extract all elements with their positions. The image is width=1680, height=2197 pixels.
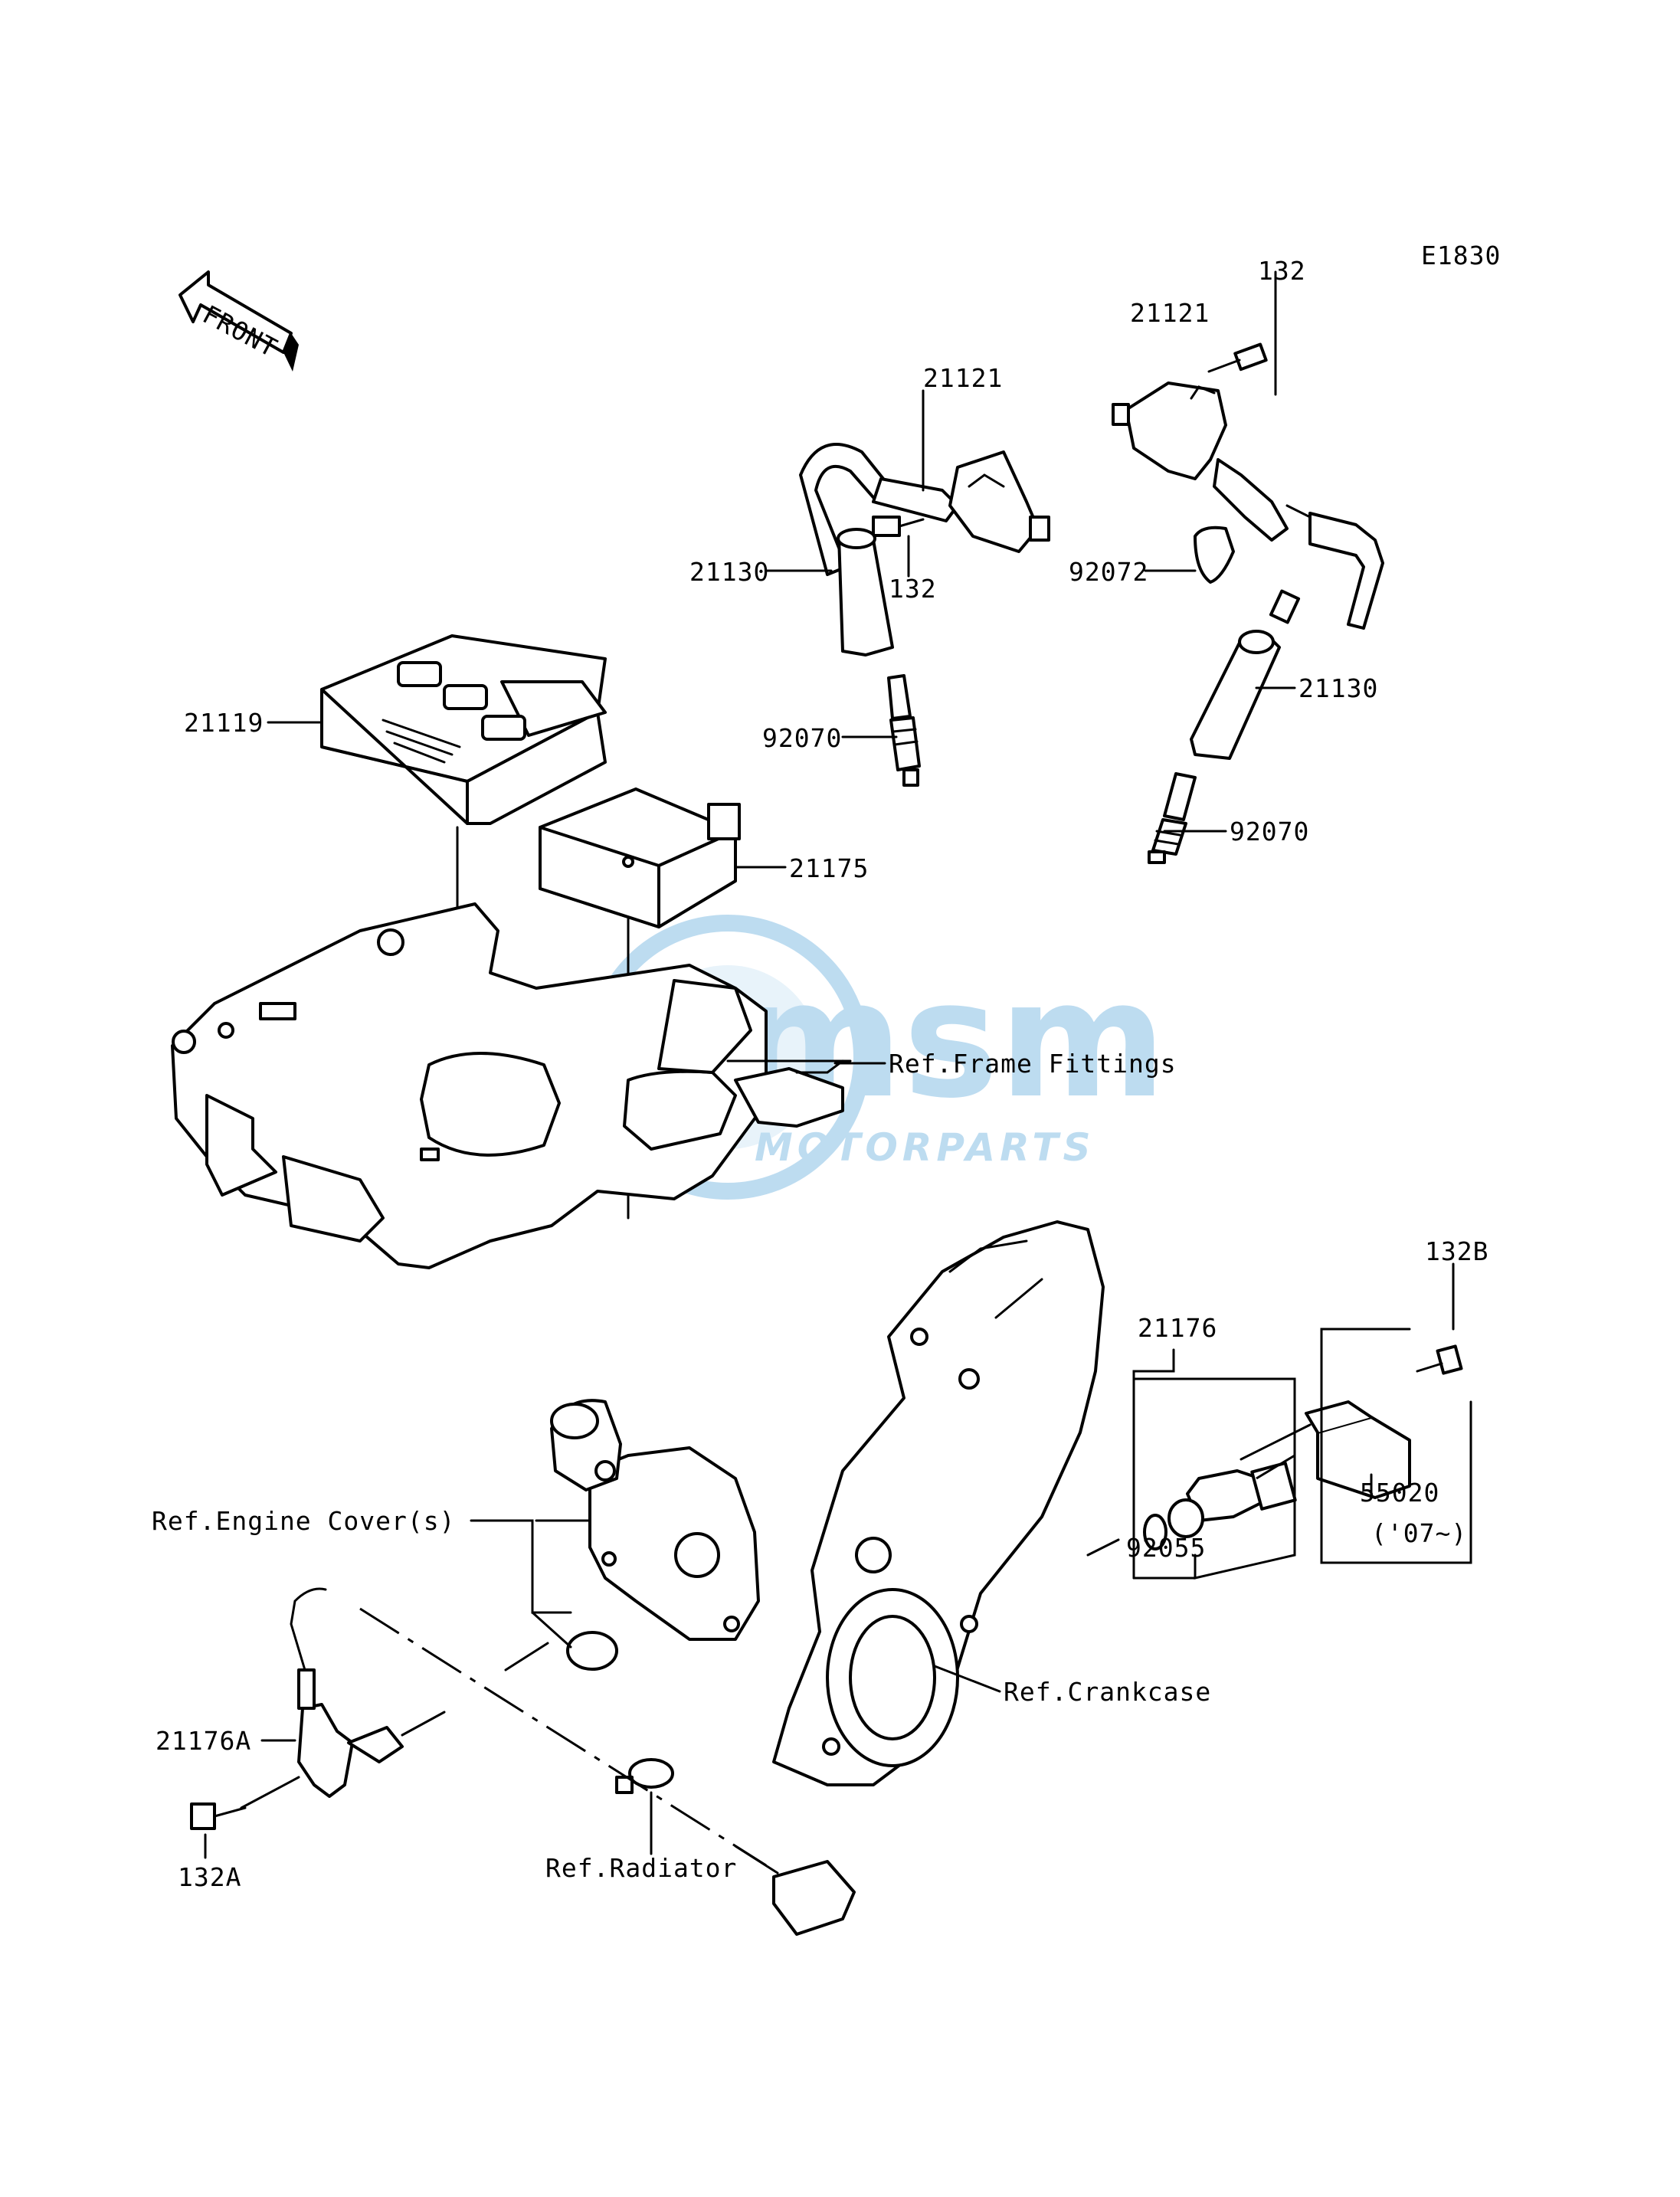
label-21175: 21175 [789,853,869,883]
label-132A: 132A [178,1862,241,1892]
label-132-top: 132 [1258,256,1306,286]
label-ref-engine-cover: Ref.Engine Cover(s) [152,1506,456,1536]
label-21176: 21176 [1138,1313,1217,1343]
label-ref-crankcase: Ref.Crankcase [1004,1677,1211,1707]
label-132B: 132B [1425,1236,1488,1266]
crank-sensor-21176 [1167,1461,1297,1538]
bolt-132B [1416,1344,1463,1375]
label-132-left: 132 [889,574,937,604]
diagram-code: E1830 [1421,241,1501,270]
radiator-clamp [615,1758,674,1794]
watermark-tagline: MOTORPARTS [755,1125,1095,1170]
spark-plug-right [1148,772,1197,864]
electrical-bracket [171,902,844,1269]
label-ref-radiator: Ref.Radiator [545,1853,737,1883]
cable-clamp-92072 [1194,526,1235,584]
regulator-21175 [539,787,741,928]
plug-cap-left [837,528,894,656]
front-arrow-icon: FRONT [178,270,299,372]
label-21119: 21119 [184,708,264,738]
bolt-132-left [872,516,925,537]
spark-plug-left [887,674,921,787]
oring-engine-cover [566,1631,618,1671]
bolt-132A [190,1802,247,1830]
engine-cover [550,1399,760,1671]
ignition-coil-right [1112,381,1289,542]
label-92070-left: 92070 [762,723,842,753]
label-year-note: ('07~) [1371,1518,1467,1548]
ecu-21119 [320,634,607,825]
label-21121-left: 21121 [923,363,1003,393]
label-21130-right: 21130 [1298,673,1378,703]
label-21130-left: 21130 [689,557,769,587]
ignition-coil-left [948,450,1050,553]
label-21176A: 21176A [156,1726,251,1756]
plug-cap-right [1190,630,1281,760]
label-ref-frame-fittings: Ref.Frame Fittings [889,1049,1177,1079]
label-92055: 92055 [1126,1533,1206,1563]
oring-92055 [1143,1514,1167,1550]
sensor-connector [734,1845,856,1936]
bolt-132-right [1207,342,1268,373]
plug-cable-right [1308,512,1384,630]
label-21121-right: 21121 [1130,298,1210,328]
coil-lead-left [872,477,959,522]
callout-labels: 132 21121 21121 132 21130 92072 21130 21… [152,256,1488,1892]
label-55020: 55020 [1360,1478,1439,1508]
label-92070-right: 92070 [1230,817,1309,846]
crankcase [772,1220,1105,1786]
crank-sensor-21176A [290,1587,404,1798]
cable-end-right [1269,589,1301,624]
label-92072: 92072 [1069,557,1148,587]
